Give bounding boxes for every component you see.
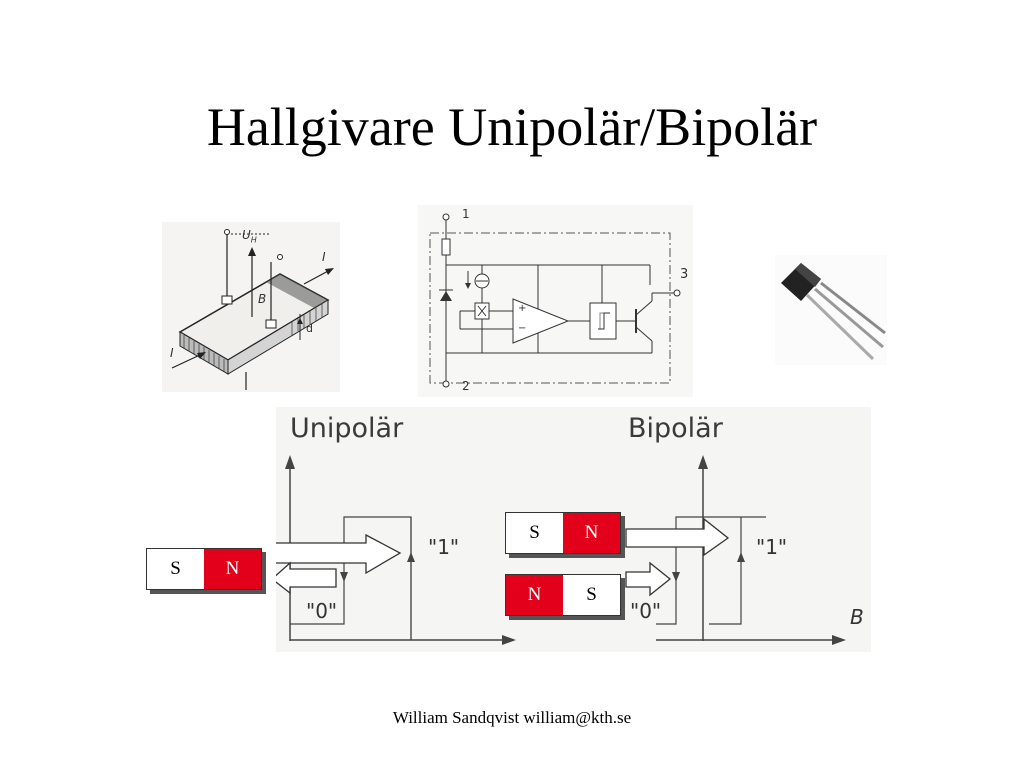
- hall-element-illustration: UH B I I d: [162, 222, 340, 392]
- magnet-bipolar-ns: N S: [505, 574, 621, 616]
- opamp-minus: −: [518, 323, 527, 334]
- circuit-pin-2: 2: [462, 379, 470, 393]
- magnet-unipolar: S N: [146, 548, 262, 590]
- magnet-north-pole: N: [506, 575, 563, 615]
- slide-footer: William Sandqvist william@kth.se: [392, 708, 632, 727]
- hall-switch-circuit: 1 3 2 + −: [418, 205, 693, 397]
- hall-thickness-label: d: [306, 322, 313, 335]
- hall-current-out-label: I: [322, 250, 326, 264]
- axis-b-label: B: [850, 605, 864, 629]
- unipolar-level-zero: "0": [306, 599, 338, 623]
- hall-field-label: B: [258, 292, 267, 306]
- hall-voltage-label: UH: [242, 228, 257, 245]
- bipolar-level-one: "1": [756, 535, 788, 559]
- unipolar-level-one: "1": [428, 535, 460, 559]
- magnet-north-pole: N: [204, 549, 261, 589]
- hall-voltage-sub: H: [250, 235, 257, 245]
- bipolar-heading: Bipolär: [628, 413, 723, 444]
- magnet-north-pole: N: [563, 513, 620, 553]
- magnet-south-pole: S: [506, 513, 563, 553]
- hall-current-in-label: I: [170, 346, 174, 360]
- magnet-bipolar-sn: S N: [505, 512, 621, 554]
- magnet-south-pole: S: [563, 575, 620, 615]
- unipolar-heading: Unipolär: [290, 413, 404, 444]
- bipolar-level-zero: "0": [630, 599, 662, 623]
- opamp-plus: +: [518, 303, 527, 314]
- circuit-pin-3: 3: [680, 267, 689, 282]
- slide-title: Hallgivare Unipolär/Bipolär: [206, 97, 818, 157]
- magnet-south-pole: S: [147, 549, 204, 589]
- hall-sensor-package-image: [775, 255, 887, 365]
- circuit-pin-1: 1: [462, 207, 470, 221]
